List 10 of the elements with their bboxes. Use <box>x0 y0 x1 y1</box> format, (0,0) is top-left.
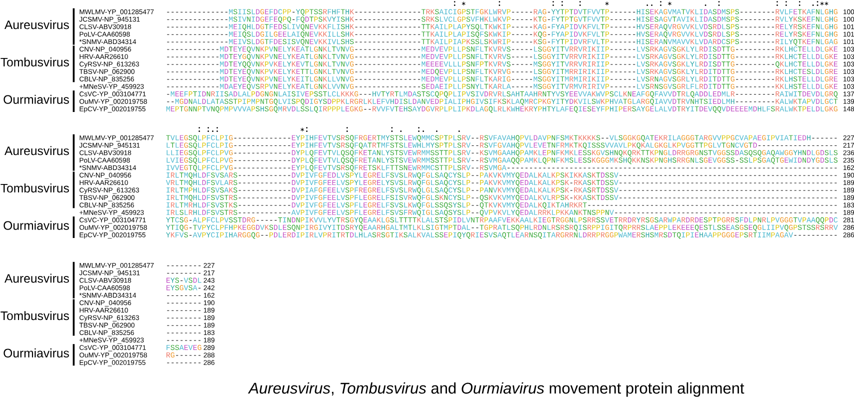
genus-label: Aureusvirus <box>4 146 69 156</box>
genus-label: Ourmiavirus <box>4 220 69 230</box>
genus-label: Aureusvirus <box>4 20 69 30</box>
genus-label: Tombusvirus <box>0 311 69 320</box>
genus-label: Tombusvirus <box>0 57 69 67</box>
genus-label: Ourmiavirus <box>4 348 69 358</box>
genus-label: Ourmiavirus <box>4 94 69 104</box>
caption: Aureusvirus, Tombusvirus and Ourmiavirus movement protein alignment <box>248 382 744 397</box>
genus-label: Tombusvirus <box>0 183 69 193</box>
genus-label: Aureusvirus <box>4 274 69 283</box>
